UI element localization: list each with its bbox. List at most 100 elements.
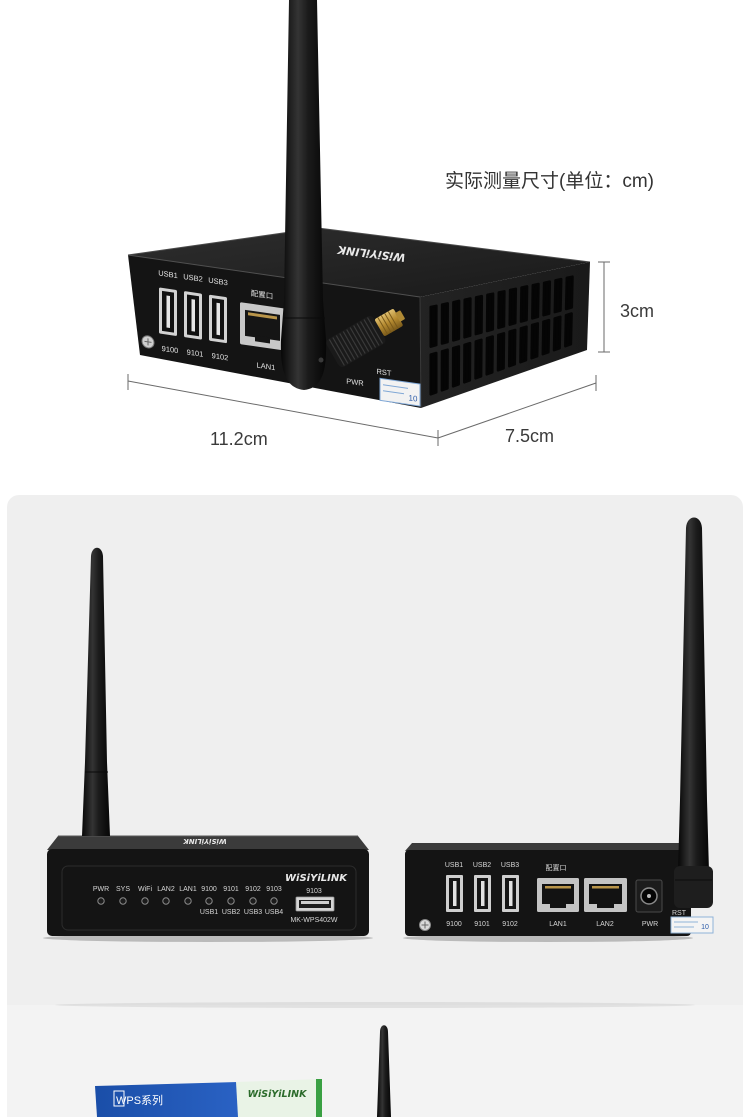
led-icon <box>97 897 105 905</box>
vent-slot <box>531 282 540 320</box>
led-label: 9100 <box>201 886 217 893</box>
vent-slot <box>429 304 438 348</box>
width-dimension: 7.5cm <box>505 426 554 446</box>
device-top-face <box>405 843 690 851</box>
antenna <box>82 547 110 836</box>
config-port-label: 配置口 <box>546 864 567 872</box>
led-label: 9103 <box>266 886 282 893</box>
port-label: 9102 <box>212 351 229 362</box>
brand-logo: WiSiYiLINK <box>285 873 348 884</box>
vent-grid <box>429 275 574 396</box>
led-label: LAN2 <box>157 886 175 893</box>
led-indicators <box>97 897 278 905</box>
port-label: 9100 <box>162 344 179 355</box>
vent-slot <box>564 275 574 311</box>
antenna-hinge-icon <box>318 357 324 363</box>
usb-label: USB2 <box>473 862 491 869</box>
led-label: LAN1 <box>179 886 197 893</box>
antenna <box>377 1025 391 1117</box>
led-icon <box>205 897 213 905</box>
package-label-face <box>236 1079 322 1117</box>
usb-port <box>209 294 227 344</box>
usb-label: USB3 <box>208 276 228 288</box>
config-port-label: 配置口 <box>251 289 273 301</box>
lan-port <box>240 302 285 351</box>
led-label: WiFi <box>138 886 152 893</box>
usb-label: USB4 <box>265 909 283 916</box>
usb-port <box>502 875 519 912</box>
product-package: WPS系列 WiSiYiLINK <box>95 1025 391 1117</box>
led-labels: PWR SYS WiFi LAN2 LAN1 9100 9101 9102 91… <box>93 886 282 893</box>
vent-slot <box>519 325 528 364</box>
port-panel: USB1 USB2 USB3 <box>141 268 421 407</box>
vent-slot <box>463 297 472 339</box>
vent-slot <box>463 341 472 384</box>
usb-port <box>474 875 491 912</box>
top-device: WiSiYiLINK USB1 USB2 USB3 <box>127 0 591 409</box>
sticker-number: 10 <box>409 393 418 403</box>
lan-label: LAN2 <box>596 921 614 928</box>
vent-slot <box>429 351 438 396</box>
led-icon <box>227 897 235 905</box>
vent-slot <box>508 287 518 326</box>
back-view-device: USB1 USB2 USB3 配置口 <box>403 517 714 942</box>
vent-slot <box>497 290 506 330</box>
power-jack <box>635 879 663 913</box>
device-top-brand: WiSiYiLINK <box>183 837 227 845</box>
floor-shadow <box>55 1002 695 1008</box>
vent-slot <box>485 335 494 376</box>
vent-slot <box>553 277 563 314</box>
led-icon <box>270 897 278 905</box>
led-label: 9102 <box>245 886 261 893</box>
usb-port <box>184 291 202 340</box>
dimension-lines <box>127 261 610 446</box>
pwr-label: PWR <box>642 921 658 928</box>
usb-port-label: 9103 <box>306 888 322 895</box>
vent-slot <box>474 294 484 336</box>
antenna-connector <box>326 309 405 368</box>
device-top-face <box>128 228 590 297</box>
indicator-panel <box>61 865 357 931</box>
lan-port <box>537 878 579 912</box>
usb-label: USB2 <box>222 909 240 916</box>
front-usb-port <box>295 896 335 912</box>
led-icon <box>184 897 192 905</box>
antenna <box>678 517 709 872</box>
sticker-number: 10 <box>701 924 709 931</box>
led-icon <box>141 897 149 905</box>
port-label: 9102 <box>502 921 518 928</box>
usb-label: USB3 <box>244 909 262 916</box>
serial-sticker: 10 <box>670 916 714 934</box>
pwr-label: PWR <box>346 376 364 388</box>
port-label: 9101 <box>474 921 490 928</box>
usb-port <box>159 287 177 336</box>
usb-label: USB3 <box>501 862 519 869</box>
package-brand: WiSiYiLINK <box>248 1089 308 1100</box>
port-label: 9100 <box>446 921 462 928</box>
vent-slot <box>496 332 506 372</box>
vent-slot <box>507 328 517 368</box>
led-label: SYS <box>116 886 130 893</box>
lan-port <box>584 878 627 912</box>
usb-label: USB1 <box>158 268 178 280</box>
vent-slot <box>519 285 529 323</box>
lan-label: LAN1 <box>549 921 567 928</box>
led-icon <box>119 897 127 905</box>
vent-slot <box>440 348 449 392</box>
serial-sticker: 10 <box>379 377 421 407</box>
package-series: WPS系列 <box>116 1093 163 1107</box>
antenna-base <box>674 866 713 908</box>
vent-slot <box>440 302 449 345</box>
vent-slot <box>452 299 461 342</box>
length-dimension: 11.2cm <box>210 429 268 449</box>
antenna <box>280 0 327 390</box>
led-icon <box>162 897 170 905</box>
vent-slot <box>552 315 562 352</box>
port-label: 9101 <box>187 347 204 358</box>
vent-slot <box>530 322 540 360</box>
vent-slot <box>564 312 573 348</box>
usb-label: USB1 <box>445 862 463 869</box>
vent-slot <box>485 292 495 333</box>
screw-icon <box>419 919 431 931</box>
